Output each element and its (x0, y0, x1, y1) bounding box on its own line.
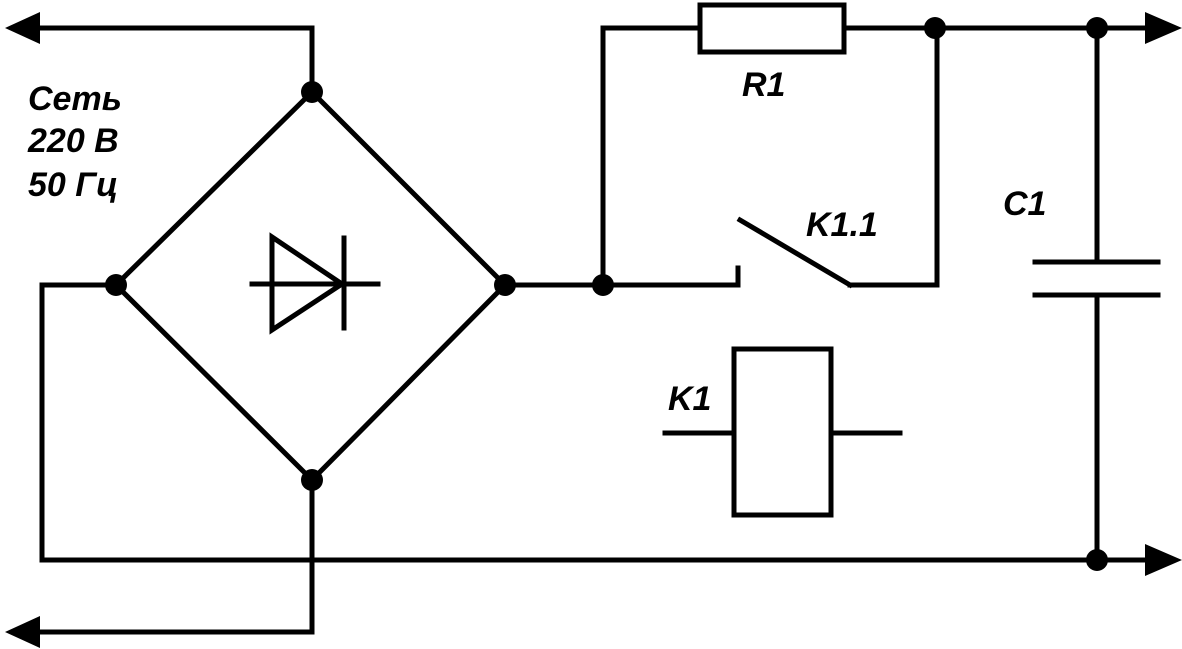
junction-dot (301, 81, 323, 103)
source-label-line1: Сеть (28, 80, 122, 118)
mains-wire-top (37, 25, 315, 95)
arrow-left-bottom-icon (5, 616, 40, 648)
junction-dot (494, 274, 516, 296)
junction-dot (924, 17, 946, 39)
junction-dot (1086, 17, 1108, 39)
arrow-right-bottom-icon (1145, 544, 1182, 576)
arrow-left-top-icon (5, 12, 40, 44)
junction-dot (1086, 549, 1108, 571)
relay-coil-body (731, 346, 834, 518)
arrow-right-top-icon (1145, 12, 1182, 44)
source-label-line3: 50 Гц (28, 166, 118, 204)
negative-rail (39, 282, 1153, 563)
resistor-r1 (697, 2, 847, 55)
mains-input-wires (5, 12, 315, 648)
relay-coil-k1 (662, 346, 903, 518)
capacitor-c1 (1032, 25, 1161, 563)
resistor-label: R1 (742, 66, 785, 104)
capacitor-label: C1 (1003, 185, 1046, 223)
relay-contact-label: K1.1 (806, 206, 878, 244)
junction-dot (301, 469, 323, 491)
junction-dot (105, 274, 127, 296)
source-label-line2: 220 В (27, 122, 119, 160)
junction-dot (592, 274, 614, 296)
contact-right-wire (847, 25, 940, 288)
junction-dots (105, 17, 1108, 571)
relay-contact-k1-1 (736, 216, 854, 289)
relay-coil-label: K1 (668, 380, 711, 418)
diode-triangle-icon (269, 232, 347, 335)
diode-bridge (112, 88, 509, 484)
resistor-bypass-left (600, 25, 703, 288)
mains-wire-bottom (37, 477, 315, 635)
